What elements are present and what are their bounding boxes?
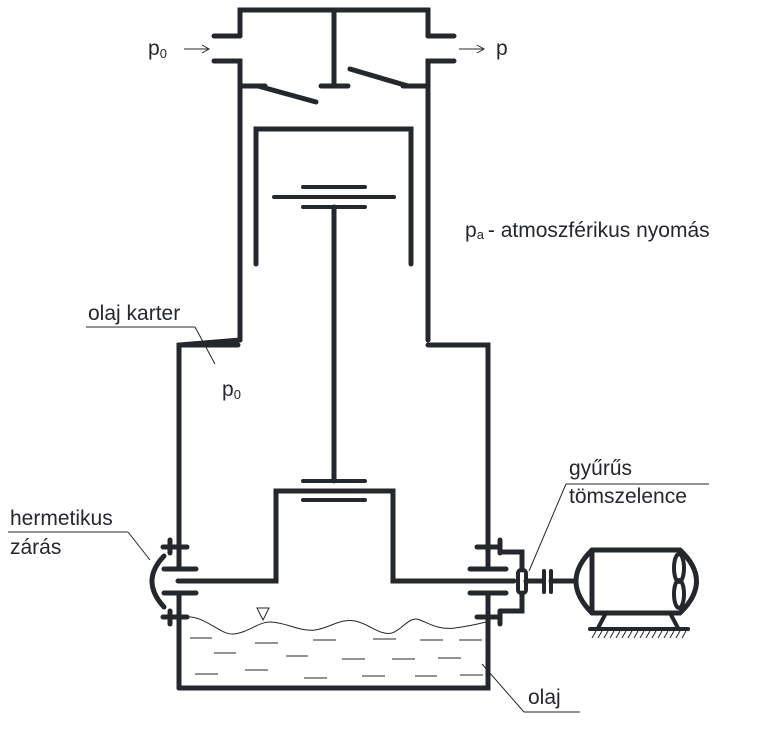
gland-label-line2: tömszelence: [569, 485, 687, 508]
oil-label: olaj: [528, 686, 561, 709]
suction-valve-flap: [255, 83, 319, 105]
cylinder-wall: [253, 126, 414, 267]
inlet-pressure-label: p0: [148, 37, 167, 61]
discharge-valve-flap: [347, 66, 411, 89]
atmospheric-pressure-label: pa- atmoszférikus nyomás: [465, 219, 710, 242]
leader-lines: [8, 326, 709, 713]
crankshaft-housing: [175, 488, 517, 584]
hermetic-seal-label-line1: hermetikus: [10, 507, 113, 530]
crankcase-label: olaj karter: [88, 302, 180, 325]
fan-blade-top: [672, 552, 686, 584]
outlet-port-lower: [425, 58, 457, 343]
hermetic-seal-cap: [149, 553, 167, 610]
outlet-arrow: [459, 44, 486, 54]
ground-hatch: [591, 630, 687, 639]
outlet-pressure-label: p: [496, 37, 508, 60]
oil-sump: [176, 596, 491, 691]
oil-fill-dashes: [190, 637, 483, 679]
hermetic-seal-label-line2: zárás: [10, 536, 61, 559]
oil: [184, 607, 487, 679]
valve-head: [211, 7, 457, 343]
gland-label-line1: gyűrűs: [569, 457, 632, 480]
oil-level-marker-icon: [256, 607, 270, 622]
crankcase-pressure-label: p0: [222, 378, 241, 402]
inlet-port-lower: [211, 58, 243, 343]
inlet-arrow: [184, 44, 211, 54]
electric-motor: [573, 547, 699, 639]
crankcase: [149, 337, 577, 691]
fan-blade-bottom: [672, 578, 686, 610]
cylinder: [253, 126, 414, 502]
